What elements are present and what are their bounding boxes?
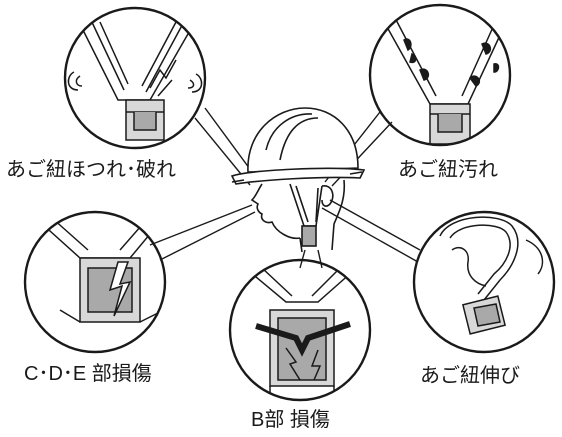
circle-fray-border xyxy=(63,6,207,150)
helmet-ridge-2 xyxy=(279,117,319,161)
helmet-ridge xyxy=(265,113,313,151)
face-profile xyxy=(250,183,301,240)
label-b-part-damage: B部 損傷 xyxy=(251,409,330,431)
circle-cde-detail xyxy=(23,210,167,354)
leader-cde-2 xyxy=(159,211,256,261)
leader-stretch xyxy=(329,199,421,251)
side-tab-right xyxy=(349,171,363,175)
helmet-shell xyxy=(247,107,359,173)
circle-b-border xyxy=(228,258,372,402)
leader-stretch-2 xyxy=(321,207,419,263)
circle-stretch-detail xyxy=(412,210,556,354)
neck-front xyxy=(299,237,303,253)
helmet-brim xyxy=(230,167,366,185)
side-tab-left xyxy=(231,179,245,183)
chin-buckle xyxy=(301,225,317,247)
circle-cde-border xyxy=(23,210,167,354)
label-strap-stretch: あご紐伸び xyxy=(420,365,520,387)
ear xyxy=(321,185,334,207)
label-strap-dirt: あご紐汚れ xyxy=(398,159,498,181)
neck-back xyxy=(331,179,346,251)
label-cde-part-damage: C･D･E 部損傷 xyxy=(24,363,152,385)
center-helmet-figure xyxy=(230,107,366,253)
circle-dirt-border xyxy=(368,3,512,147)
circle-stretch-border xyxy=(412,210,556,354)
leader-lines xyxy=(149,107,421,269)
leader-cde xyxy=(149,204,253,246)
circle-dirt-detail xyxy=(368,3,512,147)
label-strap-fray-tear: あご紐ほつれ･破れ xyxy=(6,159,176,181)
circle-fray-detail xyxy=(63,6,207,150)
circle-b-detail xyxy=(228,258,372,402)
leader-b-2 xyxy=(317,249,323,269)
chin-strap-inner xyxy=(295,185,319,223)
